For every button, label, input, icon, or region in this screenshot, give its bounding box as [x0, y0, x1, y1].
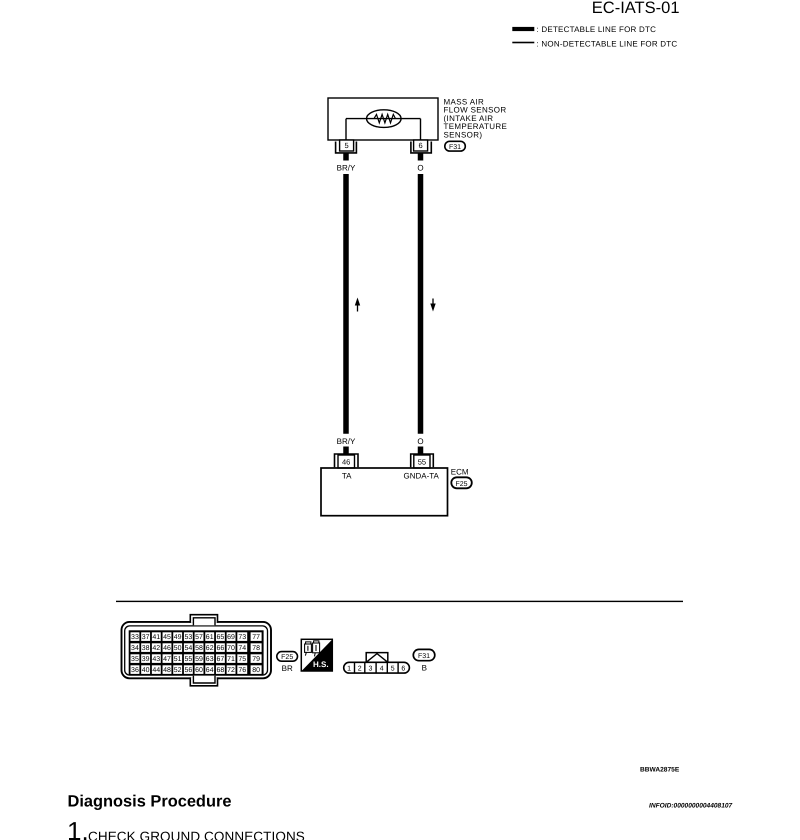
svg-text:71: 71	[227, 656, 235, 663]
svg-text:3: 3	[369, 665, 373, 672]
svg-text:B: B	[422, 664, 427, 673]
svg-text:6: 6	[419, 141, 423, 150]
svg-text:1: 1	[347, 665, 351, 672]
svg-text:75: 75	[238, 656, 246, 663]
svg-text:46: 46	[163, 645, 171, 652]
svg-text:BR/Y: BR/Y	[337, 163, 356, 172]
svg-text:ECM: ECM	[451, 467, 469, 476]
svg-text:62: 62	[206, 645, 214, 652]
svg-text:O: O	[417, 163, 423, 172]
svg-text:33: 33	[131, 634, 139, 641]
svg-text:GNDA-TA: GNDA-TA	[403, 471, 439, 480]
svg-text:BBWA2875E: BBWA2875E	[640, 766, 680, 773]
svg-text:F31: F31	[418, 653, 430, 660]
svg-text:55: 55	[184, 656, 192, 663]
svg-text:SENSOR): SENSOR)	[444, 131, 483, 140]
svg-text:63: 63	[206, 656, 214, 663]
svg-text:50: 50	[174, 645, 182, 652]
svg-text:67: 67	[216, 656, 224, 663]
svg-text:35: 35	[131, 656, 139, 663]
svg-text:78: 78	[252, 645, 260, 652]
svg-text:51: 51	[174, 656, 182, 663]
svg-text:INFOID:0000000004408107: INFOID:0000000004408107	[649, 802, 733, 809]
svg-text:TEMPERATURE: TEMPERATURE	[444, 122, 508, 131]
svg-text:56: 56	[184, 667, 192, 674]
svg-text:36: 36	[131, 667, 139, 674]
svg-text:TA: TA	[342, 471, 352, 480]
svg-text:Diagnosis Procedure: Diagnosis Procedure	[68, 792, 232, 810]
svg-text:57: 57	[195, 634, 203, 641]
svg-text:43: 43	[152, 656, 160, 663]
svg-text:4: 4	[380, 665, 384, 672]
svg-text:CHECK GROUND CONNECTIONS: CHECK GROUND CONNECTIONS	[88, 829, 305, 840]
svg-text:BR/Y: BR/Y	[337, 437, 356, 446]
svg-text:: DETECTABLE LINE FOR DTC: : DETECTABLE LINE FOR DTC	[537, 25, 657, 34]
svg-text:MASS AIR: MASS AIR	[444, 97, 485, 106]
svg-text:59: 59	[195, 656, 203, 663]
svg-text:64: 64	[206, 667, 214, 674]
svg-text:5: 5	[345, 141, 349, 150]
svg-text:1.: 1.	[67, 816, 89, 840]
svg-text:40: 40	[142, 667, 150, 674]
svg-text:80: 80	[252, 667, 260, 674]
svg-text:6: 6	[401, 665, 405, 672]
svg-text:74: 74	[238, 645, 246, 652]
svg-text:55: 55	[418, 457, 426, 466]
svg-text:38: 38	[142, 645, 150, 652]
svg-text:73: 73	[238, 634, 246, 641]
svg-text:41: 41	[152, 634, 160, 641]
svg-text:69: 69	[227, 634, 235, 641]
svg-text:60: 60	[195, 667, 203, 674]
svg-text:76: 76	[238, 667, 246, 674]
svg-text:47: 47	[163, 656, 171, 663]
svg-text:61: 61	[206, 634, 214, 641]
svg-text:42: 42	[152, 645, 160, 652]
svg-text:F25: F25	[281, 654, 293, 661]
svg-text:65: 65	[216, 634, 224, 641]
svg-text:34: 34	[131, 645, 139, 652]
svg-text:: NON-DETECTABLE LINE FOR DTC: : NON-DETECTABLE LINE FOR DTC	[537, 39, 678, 48]
svg-text:49: 49	[174, 634, 182, 641]
svg-text:5: 5	[391, 665, 395, 672]
svg-text:(INTAKE AIR: (INTAKE AIR	[444, 114, 494, 123]
svg-text:46: 46	[342, 457, 350, 466]
svg-text:58: 58	[195, 645, 203, 652]
svg-text:48: 48	[163, 667, 171, 674]
svg-text:66: 66	[216, 645, 224, 652]
svg-text:F25: F25	[455, 481, 467, 488]
svg-text:54: 54	[184, 645, 192, 652]
svg-text:70: 70	[227, 645, 235, 652]
svg-text:79: 79	[252, 656, 260, 663]
svg-text:O: O	[417, 437, 423, 446]
svg-text:BR: BR	[282, 664, 293, 673]
svg-text:FLOW SENSOR: FLOW SENSOR	[444, 106, 507, 115]
svg-text:H.S.: H.S.	[313, 660, 329, 669]
svg-text:68: 68	[216, 667, 224, 674]
svg-text:72: 72	[227, 667, 235, 674]
svg-text:45: 45	[163, 634, 171, 641]
svg-text:77: 77	[252, 634, 260, 641]
svg-text:44: 44	[152, 667, 160, 674]
svg-text:F31: F31	[449, 144, 461, 151]
svg-text:EC-IATS-01: EC-IATS-01	[592, 0, 680, 17]
svg-text:53: 53	[184, 634, 192, 641]
svg-text:37: 37	[142, 634, 150, 641]
svg-text:2: 2	[358, 665, 362, 672]
svg-text:39: 39	[142, 656, 150, 663]
svg-text:52: 52	[174, 667, 182, 674]
